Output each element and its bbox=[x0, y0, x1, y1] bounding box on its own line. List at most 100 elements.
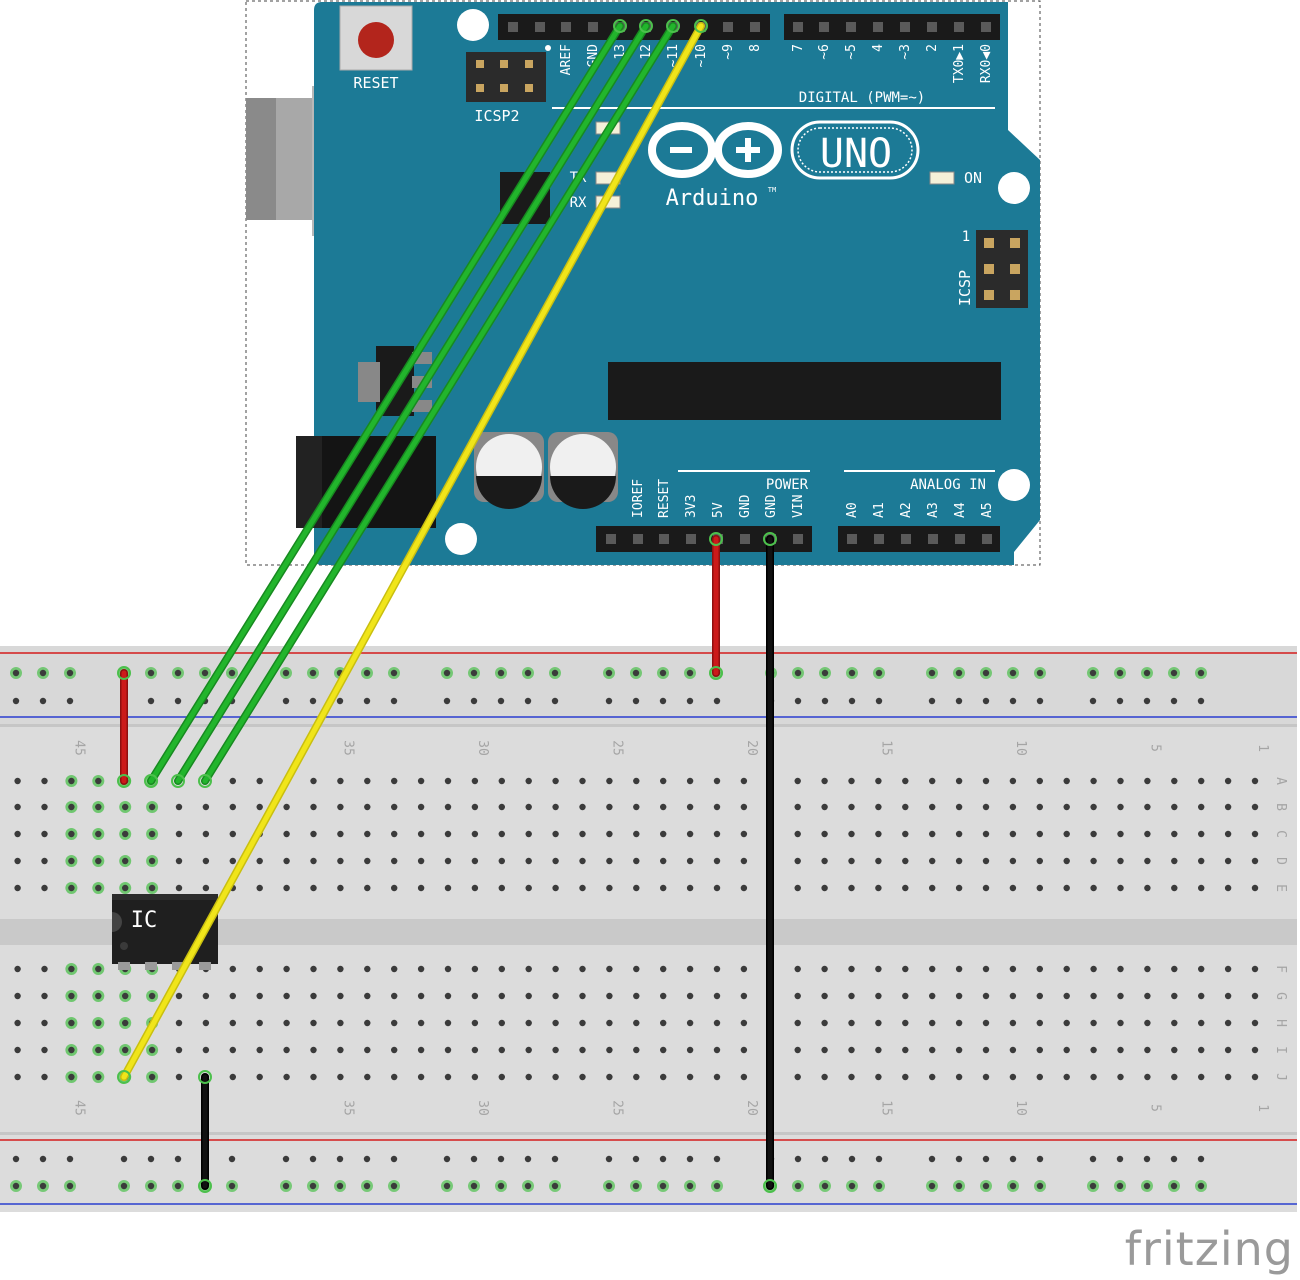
breadboard-hole[interactable] bbox=[1171, 830, 1178, 838]
breadboard-hole[interactable] bbox=[660, 777, 667, 785]
breadboard-hole[interactable] bbox=[1117, 777, 1124, 785]
breadboard-hole[interactable] bbox=[95, 1046, 102, 1054]
breadboard-hole[interactable] bbox=[686, 830, 694, 838]
header-pin[interactable] bbox=[982, 534, 992, 544]
breadboard-hole[interactable] bbox=[229, 777, 236, 785]
breadboard-hole[interactable] bbox=[1144, 965, 1151, 973]
breadboard-hole[interactable] bbox=[498, 1046, 505, 1054]
breadboard-hole[interactable] bbox=[633, 1019, 640, 1027]
breadboard-hole[interactable] bbox=[471, 777, 479, 785]
breadboard-hole[interactable] bbox=[1090, 1073, 1097, 1081]
rail-hole[interactable] bbox=[1009, 1182, 1017, 1190]
breadboard-hole[interactable] bbox=[821, 777, 828, 785]
breadboard-hole[interactable] bbox=[821, 1046, 828, 1054]
wire-end[interactable] bbox=[198, 1070, 212, 1084]
rail-hole[interactable] bbox=[309, 669, 317, 677]
breadboard-hole[interactable] bbox=[902, 1073, 909, 1081]
breadboard-hole[interactable] bbox=[660, 1046, 667, 1054]
breadboard-hole[interactable] bbox=[794, 857, 801, 865]
rail-hole[interactable] bbox=[470, 669, 478, 677]
rail-hole[interactable] bbox=[632, 669, 640, 677]
breadboard-hole[interactable] bbox=[229, 1046, 236, 1054]
breadboard-hole[interactable] bbox=[740, 1073, 748, 1081]
breadboard-hole[interactable] bbox=[122, 884, 129, 892]
header-pin[interactable] bbox=[659, 534, 669, 544]
rail-hole[interactable] bbox=[632, 1182, 640, 1190]
breadboard-hole[interactable] bbox=[310, 965, 317, 973]
rail-hole[interactable] bbox=[12, 697, 20, 705]
header-pin[interactable] bbox=[606, 534, 616, 544]
rail-hole[interactable] bbox=[875, 1182, 883, 1190]
breadboard-hole[interactable] bbox=[902, 1046, 909, 1054]
breadboard-hole[interactable] bbox=[1171, 803, 1178, 811]
breadboard-hole[interactable] bbox=[175, 992, 183, 1000]
breadboard-hole[interactable] bbox=[606, 1019, 613, 1027]
rail-hole[interactable] bbox=[443, 1182, 451, 1190]
breadboard-hole[interactable] bbox=[875, 857, 882, 865]
rail-hole[interactable] bbox=[443, 669, 451, 677]
breadboard-hole[interactable] bbox=[310, 803, 317, 811]
rail-hole[interactable] bbox=[551, 1182, 559, 1190]
breadboard-hole[interactable] bbox=[148, 803, 156, 811]
breadboard-hole[interactable] bbox=[417, 1019, 425, 1027]
breadboard-hole[interactable] bbox=[148, 1073, 156, 1081]
breadboard-hole[interactable] bbox=[122, 992, 129, 1000]
breadboard-hole[interactable] bbox=[1009, 777, 1017, 785]
breadboard-hole[interactable] bbox=[821, 803, 828, 811]
breadboard-hole[interactable] bbox=[794, 992, 801, 1000]
rail-hole[interactable] bbox=[524, 1182, 532, 1190]
breadboard-hole[interactable] bbox=[875, 803, 882, 811]
rail-hole[interactable] bbox=[1143, 669, 1151, 677]
breadboard-hole[interactable] bbox=[633, 992, 640, 1000]
breadboard-hole[interactable] bbox=[1144, 1073, 1151, 1081]
breadboard-hole[interactable] bbox=[229, 965, 236, 973]
breadboard-hole[interactable] bbox=[794, 1046, 801, 1054]
rail-hole[interactable] bbox=[1197, 1182, 1205, 1190]
breadboard-hole[interactable] bbox=[1224, 884, 1232, 892]
rail-hole[interactable] bbox=[551, 669, 559, 677]
breadboard-hole[interactable] bbox=[337, 965, 344, 973]
breadboard-hole[interactable] bbox=[1171, 1073, 1178, 1081]
breadboard-hole[interactable] bbox=[283, 803, 290, 811]
breadboard-hole[interactable] bbox=[929, 830, 936, 838]
breadboard-hole[interactable] bbox=[1090, 777, 1097, 785]
rail-hole[interactable] bbox=[1197, 697, 1205, 705]
rail-hole[interactable] bbox=[875, 1155, 883, 1163]
breadboard-hole[interactable] bbox=[1009, 965, 1017, 973]
rail-hole[interactable] bbox=[551, 697, 559, 705]
breadboard-hole[interactable] bbox=[471, 803, 479, 811]
rail-hole[interactable] bbox=[686, 669, 694, 677]
breadboard-hole[interactable] bbox=[1063, 992, 1070, 1000]
breadboard-hole[interactable] bbox=[1171, 857, 1178, 865]
header-pin[interactable] bbox=[901, 534, 911, 544]
breadboard-hole[interactable] bbox=[929, 884, 936, 892]
rail-hole[interactable] bbox=[848, 1182, 856, 1190]
rail-hole[interactable] bbox=[120, 1155, 128, 1163]
wire-end[interactable] bbox=[171, 774, 185, 788]
header-pin[interactable] bbox=[981, 22, 991, 32]
breadboard-hole[interactable] bbox=[1063, 1073, 1070, 1081]
breadboard-hole[interactable] bbox=[1171, 965, 1178, 973]
rail-hole[interactable] bbox=[1143, 697, 1151, 705]
breadboard-hole[interactable] bbox=[982, 777, 990, 785]
breadboard-hole[interactable] bbox=[471, 1019, 479, 1027]
breadboard-hole[interactable] bbox=[606, 992, 613, 1000]
breadboard-hole[interactable] bbox=[740, 857, 748, 865]
rail-hole[interactable] bbox=[147, 669, 155, 677]
breadboard-hole[interactable] bbox=[498, 803, 505, 811]
breadboard-hole[interactable] bbox=[175, 1046, 183, 1054]
breadboard-hole[interactable] bbox=[633, 777, 640, 785]
breadboard-hole[interactable] bbox=[848, 965, 855, 973]
breadboard-hole[interactable] bbox=[41, 830, 48, 838]
breadboard-hole[interactable] bbox=[686, 857, 694, 865]
breadboard-hole[interactable] bbox=[41, 884, 48, 892]
breadboard-hole[interactable] bbox=[417, 884, 425, 892]
breadboard-hole[interactable] bbox=[1036, 857, 1044, 865]
breadboard-hole[interactable] bbox=[229, 803, 236, 811]
breadboard-hole[interactable] bbox=[444, 1073, 452, 1081]
breadboard-hole[interactable] bbox=[14, 992, 21, 1000]
breadboard-hole[interactable] bbox=[1009, 992, 1017, 1000]
breadboard-hole[interactable] bbox=[955, 884, 963, 892]
breadboard-hole[interactable] bbox=[175, 857, 183, 865]
rail-hole[interactable] bbox=[282, 669, 290, 677]
